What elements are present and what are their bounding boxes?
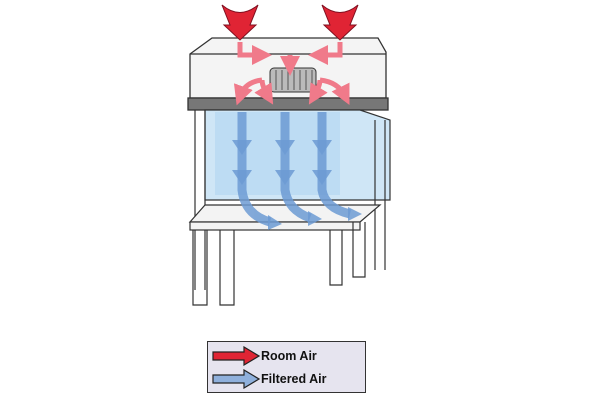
work-surface-table [188, 204, 382, 306]
legend-label: Filtered Air [261, 372, 327, 386]
red-arrow-icon [212, 346, 260, 366]
filtered-air-arrows [237, 112, 352, 227]
legend-label: Room Air [261, 349, 317, 363]
fan-icon [269, 67, 317, 93]
legend-item-room-air: Room Air [212, 346, 317, 366]
blue-arrow-icon [212, 369, 260, 389]
legend: Room Air Filtered Air [207, 341, 366, 393]
legend-item-filtered-air: Filtered Air [212, 369, 327, 389]
room-air-arrows [221, 4, 359, 41]
filtered-air-arrowheads [232, 140, 362, 230]
pink-airflow-arrows [233, 42, 350, 106]
